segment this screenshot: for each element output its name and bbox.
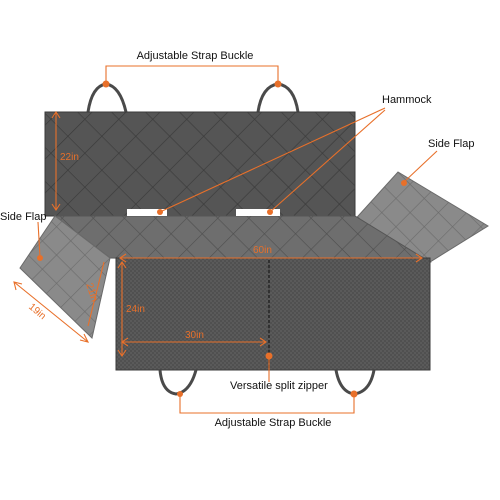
label-strap-bottom: Adjustable Strap Buckle (215, 417, 332, 429)
label-hammock: Hammock (382, 94, 432, 106)
top-strap-right (256, 82, 300, 113)
label-side-flap-right: Side Flap (428, 138, 474, 150)
left-side-flap (19, 215, 111, 339)
bottom-strap-right (334, 369, 376, 396)
front-panel (115, 257, 431, 371)
seatbelt-slot-left (127, 209, 167, 216)
annotation-lines (13, 65, 438, 414)
bottom-strap-left (158, 369, 198, 396)
label-zipper: Versatile split zipper (230, 380, 328, 392)
dim-width: 60in (253, 245, 272, 256)
dim-half-width: 30in (185, 330, 204, 341)
top-strap-left (86, 82, 128, 113)
label-side-flap-left: Side Flap (0, 211, 46, 223)
dim-back-height: 22in (60, 152, 79, 163)
dim-flap-length: 19in (26, 302, 48, 323)
dim-seat-depth: 24in (126, 304, 145, 315)
backrest-panel (44, 111, 356, 217)
annotation-dots (37, 80, 407, 398)
seatbelt-slot-right (236, 209, 280, 216)
label-strap-top: Adjustable Strap Buckle (137, 50, 254, 62)
